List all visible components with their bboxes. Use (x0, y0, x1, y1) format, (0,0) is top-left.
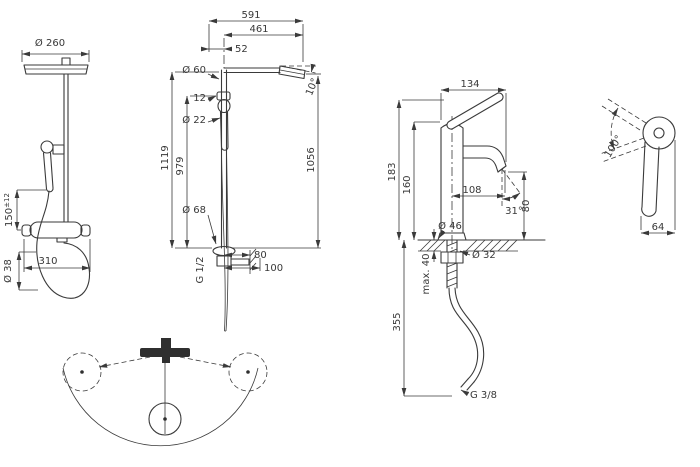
shower-front-view: 591 461 52 10° (160, 10, 321, 332)
hand-shower-center-position (148, 402, 182, 436)
dim-swivel-angle: 100° (603, 134, 625, 160)
spout-angle-group: 31° (501, 168, 523, 217)
dim-outlet-80: 80 (521, 200, 532, 213)
shank-thread (440, 239, 464, 289)
dim-width-591-group: 591 (208, 10, 304, 62)
dim-width-64: 64 (652, 222, 665, 233)
dim-width-310: 310 (38, 256, 57, 267)
dim-height-183-group: 183 (387, 99, 444, 241)
arm-hub-top (161, 338, 171, 349)
hand-shower-left-position (62, 352, 102, 392)
hand-shower-front (216, 91, 231, 332)
dim-holder-height: 150±12 (3, 193, 15, 227)
mixer-lever (446, 92, 504, 130)
handle-lever-top (641, 141, 660, 217)
dim-depth-100: 100 (264, 263, 283, 274)
spout-bottom (462, 157, 499, 173)
dim-width-461: 461 (249, 24, 268, 35)
dim-width-461-group: 461 (223, 24, 304, 68)
label-thread-g38: G 3/8 (470, 390, 497, 401)
dim-spout-angle: 31° (505, 206, 523, 217)
dim-dia-base: Ø 46 (438, 220, 462, 232)
mixer-side-view: 134 183 160 108 31° 80 (387, 79, 546, 401)
dim-dia-pipe: Ø 22 (182, 114, 206, 126)
hand-shower-side (40, 140, 65, 193)
thermostat-valve-side (21, 221, 91, 243)
label-dia-top-group: Ø 60 (182, 64, 220, 80)
dim-width-591: 591 (241, 10, 260, 21)
label-thread-g12: G 1/2 (195, 256, 206, 283)
dim-depth-80-group: 80 (223, 250, 267, 261)
mixer-body (437, 92, 507, 241)
handle-pivot-ring (642, 116, 676, 150)
dim-hose-diameter-group: Ø 38 (2, 251, 38, 291)
dim-width-134: 134 (460, 79, 479, 90)
dim-width-64-group: 64 (640, 140, 676, 236)
handle-top-view: 100° 64 (599, 98, 676, 236)
dim-dia-top: Ø 60 (182, 64, 206, 76)
dim-head-diameter: Ø 260 (35, 37, 65, 49)
dim-dia-shank: Ø 32 (472, 249, 496, 261)
label-dia-shank-group: Ø 32 (459, 249, 496, 261)
dim-height-1056: 1056 (306, 147, 317, 172)
dim-width-52: 52 (235, 44, 248, 55)
dim-outlet-80-group: 80 (508, 171, 532, 241)
hand-shower-right-position (228, 352, 268, 392)
label-dia-flange-group: Ø 68 (182, 204, 217, 245)
dim-head-angle: 10° (304, 77, 321, 98)
dim-height-1056-group: 1056 (232, 73, 321, 249)
swivel-arrow-right (179, 356, 232, 368)
handle-pivot-center (653, 127, 665, 139)
shower-head-side (23, 57, 89, 75)
dim-width-310-group: 310 (23, 239, 91, 272)
dim-length-355-group: 355 (392, 239, 452, 397)
dim-height-1119-group: 1119 (160, 71, 219, 249)
dim-height-160: 160 (402, 175, 413, 194)
dim-height-979-group: 979 (175, 95, 216, 249)
label-thread-g38-group: G 3/8 (460, 389, 497, 401)
dim-hose-diameter: Ø 38 (2, 259, 14, 283)
shower-hose-side (36, 190, 91, 299)
dim-height-979: 979 (175, 156, 186, 175)
label-dia-base-group: Ø 46 (438, 220, 462, 239)
head-angle-group: 10° (280, 63, 321, 98)
spout-top (462, 145, 507, 167)
shower-arm-top (140, 348, 190, 357)
dim-deck-max-group: max. 40 (421, 229, 437, 295)
dim-height-160-group: 160 (402, 121, 440, 241)
dim-length-355: 355 (392, 312, 403, 331)
counter-hatch (418, 239, 518, 252)
dim-dia-flange: Ø 68 (182, 204, 206, 216)
wall-connection-front (212, 245, 257, 274)
handle-swivel-range: 100° (599, 98, 647, 163)
dim-deck-max: max. 40 (421, 254, 432, 295)
dim-height-183: 183 (387, 162, 398, 181)
shower-side-view: Ø 260 150±12 (2, 37, 91, 299)
label-offset-12-group: 12 (193, 93, 217, 104)
supply-hoses (448, 287, 485, 391)
dim-depth-100-group: 100 (223, 258, 283, 274)
arm-stub-top (162, 357, 170, 363)
swivel-arc (62, 367, 259, 447)
dim-width-52-group: 52 (200, 44, 248, 55)
dim-reach-108-group: 108 (451, 170, 506, 199)
dim-offset-12: 12 (193, 93, 206, 104)
mounting-nut (440, 251, 464, 264)
overhead-shower-front (278, 65, 306, 80)
shower-top-view (62, 338, 268, 447)
dim-width-134-group: 134 (440, 79, 507, 162)
dim-height-1119: 1119 (160, 145, 171, 170)
riser-pipe-side (63, 73, 69, 223)
dim-depth-80: 80 (254, 250, 267, 261)
dim-holder-height-group: 150±12 (3, 189, 46, 231)
dim-reach-108: 108 (462, 185, 481, 196)
label-dia-pipe-group: Ø 22 (182, 114, 221, 126)
swivel-arrow-left (98, 356, 151, 368)
